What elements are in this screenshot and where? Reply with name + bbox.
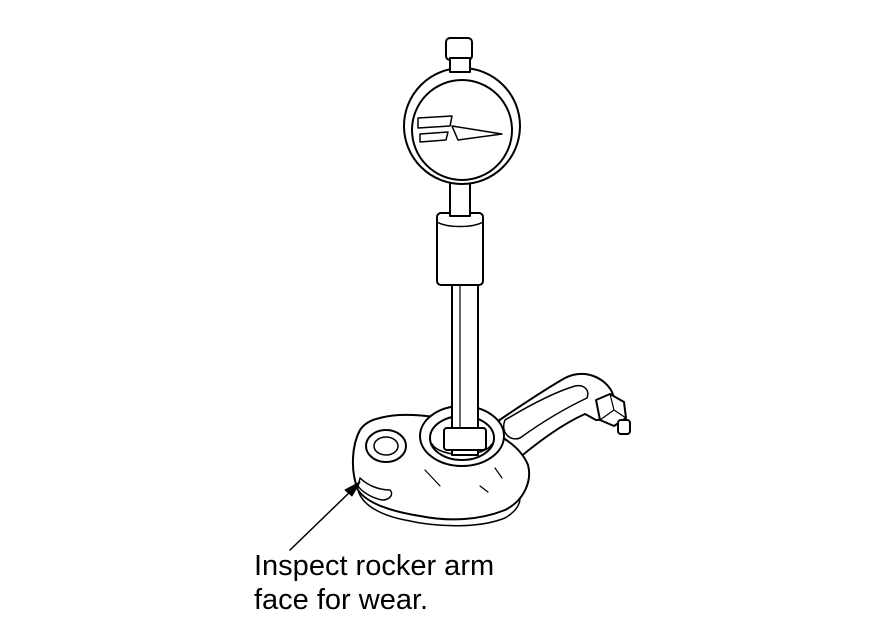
gauge-top-cap bbox=[445, 37, 473, 61]
gauge-handle-top bbox=[436, 221, 484, 228]
gauge-probe-head bbox=[443, 427, 487, 451]
gauge-dial-mark-band bbox=[417, 115, 453, 143]
gauge-handle-sleeve bbox=[436, 212, 484, 286]
inspection-callout: Inspect rocker arm face for wear. bbox=[254, 549, 494, 617]
rocker-arm bbox=[352, 373, 631, 527]
leader-line bbox=[289, 489, 353, 551]
rocker-arm-detail-lines bbox=[424, 467, 503, 493]
adjuster-nut-face bbox=[599, 393, 627, 421]
rocker-arm-wear-face bbox=[357, 477, 393, 501]
rocker-arm-right-slot bbox=[503, 384, 589, 440]
gauge-lower-shaft bbox=[451, 274, 479, 456]
leader-arrow bbox=[289, 481, 361, 551]
leader-arrowhead bbox=[344, 481, 361, 497]
callout-line-1: Inspect rocker arm bbox=[254, 550, 495, 582]
callout-line-2: face for wear. bbox=[254, 584, 429, 616]
gauge-top-stem bbox=[449, 57, 471, 73]
dial-bore-gauge bbox=[403, 37, 521, 456]
rocker-arm-pivot-bore-inner bbox=[373, 436, 399, 456]
gauge-dial-needle bbox=[451, 125, 503, 141]
adjuster-screw bbox=[617, 419, 631, 435]
rocker-arm-underside bbox=[357, 489, 521, 527]
